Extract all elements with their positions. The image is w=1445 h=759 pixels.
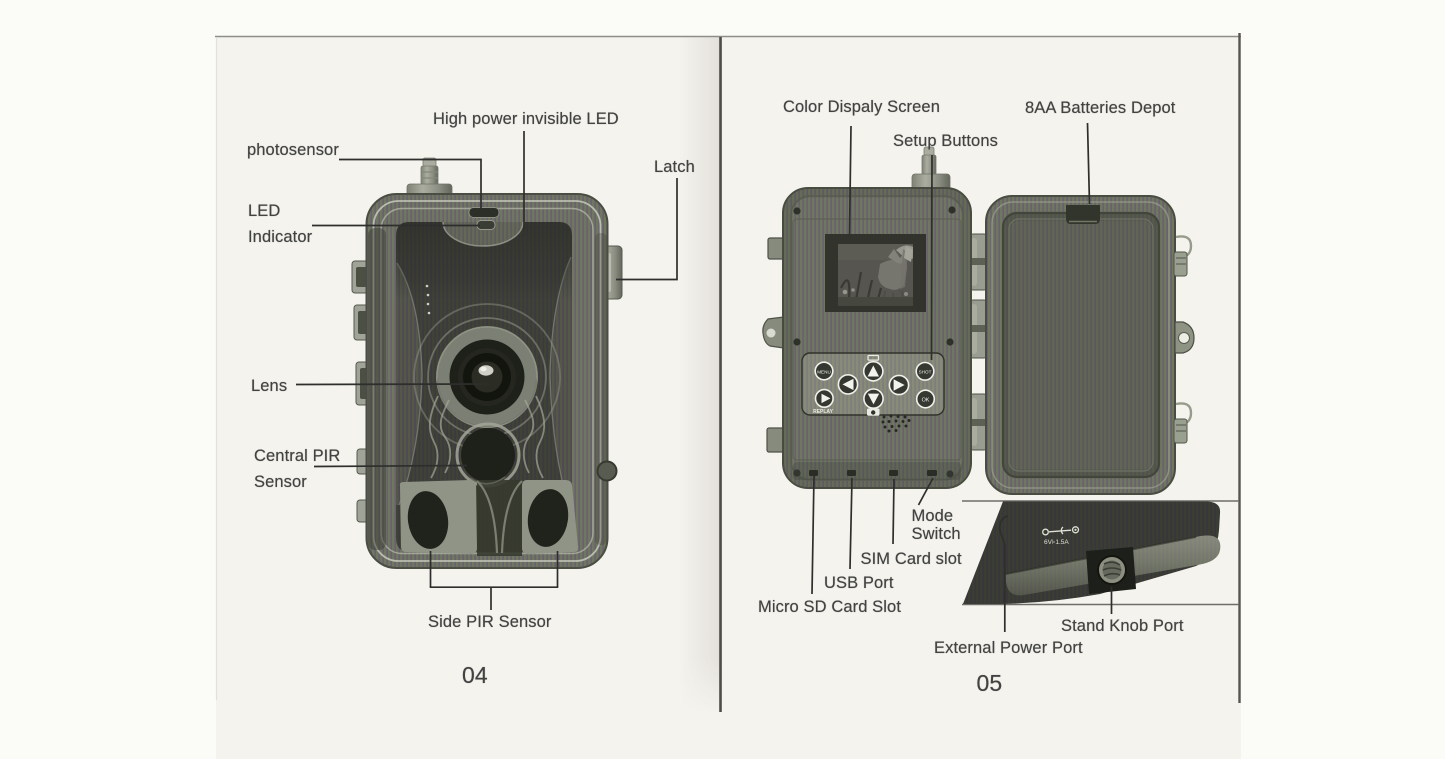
svg-text:6V⊧1.5A: 6V⊧1.5A: [1044, 539, 1069, 546]
svg-text:SHOT: SHOT: [919, 370, 932, 375]
svg-text:REPLAY: REPLAY: [813, 409, 833, 415]
svg-text:OK: OK: [922, 397, 930, 403]
svg-text:MENU: MENU: [817, 370, 831, 375]
